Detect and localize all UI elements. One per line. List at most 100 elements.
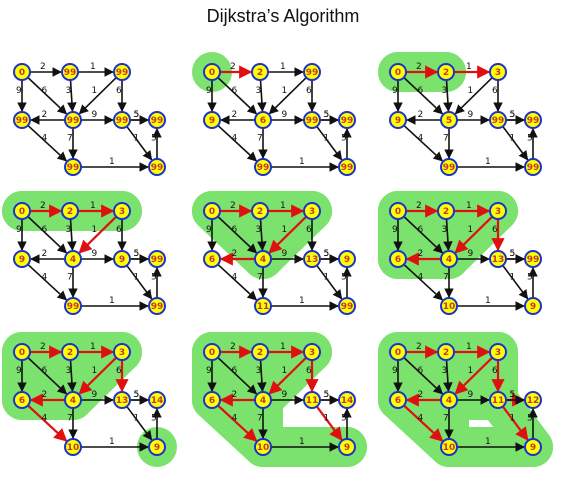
graph-node (254, 111, 272, 129)
edge-weight-label: 1 (485, 296, 491, 306)
edge (257, 79, 267, 112)
edge-weight-label: 1 (324, 414, 330, 424)
graph-node (524, 297, 542, 315)
edge-weight-label: 5 (134, 110, 140, 120)
graph-node (203, 111, 221, 129)
edge-weight-label: 4 (42, 414, 48, 424)
edge-weight-label: 5 (510, 249, 516, 259)
edge-weight-label: 1 (109, 296, 115, 306)
node-distance-label: 9 (154, 443, 160, 453)
edge-weight-label: 1 (282, 86, 288, 96)
edge-weight-label: 1 (134, 134, 140, 144)
graph-node (148, 250, 166, 268)
edge-weight-label: 3 (66, 86, 72, 96)
edge-weight-label: 9 (392, 225, 398, 235)
node-distance-label: 6 (209, 255, 215, 265)
node-distance-label: 99 (116, 116, 129, 126)
edge-weight-label: 6 (492, 225, 498, 235)
tree-edge (78, 356, 118, 395)
edge-weight-label: 7 (443, 134, 449, 144)
edge-weight-label: 6 (116, 366, 122, 376)
edge-weight-label: 2 (232, 249, 238, 259)
graph-node (13, 343, 31, 361)
edge-weight-label: 6 (232, 366, 238, 376)
edge-weight-label: 9 (392, 366, 398, 376)
edge-weight-label: 6 (418, 225, 424, 235)
node-distance-label: 4 (260, 396, 266, 406)
edge-weight-label: 5 (151, 134, 157, 144)
edge-weight-label: 6 (492, 366, 498, 376)
edge-weight-label: 6 (42, 366, 48, 376)
graph-node (389, 63, 407, 81)
node-distance-label: 2 (257, 207, 263, 217)
edge (217, 215, 258, 254)
node-distance-label: 99 (341, 163, 354, 173)
node-distance-label: 9 (344, 255, 350, 265)
edge (268, 77, 307, 115)
edge-weight-label: 5 (510, 110, 516, 120)
node-distance-label: 0 (19, 68, 25, 78)
edge (217, 76, 258, 115)
node-distance-label: 99 (151, 163, 164, 173)
node-distance-label: 9 (119, 255, 125, 265)
node-distance-label: 9 (344, 443, 350, 453)
tree-edge (454, 215, 494, 254)
edge-weight-label: 3 (442, 225, 448, 235)
edge-weight-label: 6 (232, 86, 238, 96)
edge-weight-label: 4 (42, 273, 48, 283)
edge (403, 124, 444, 162)
edge (403, 76, 444, 115)
node-distance-label: 0 (209, 207, 215, 217)
graph-node (64, 438, 82, 456)
node-distance-label: 99 (116, 68, 129, 78)
edge-weight-label: 9 (16, 366, 22, 376)
graph-node (489, 250, 507, 268)
edge (126, 264, 153, 300)
graph-node (203, 391, 221, 409)
graph-node (437, 63, 455, 81)
graph-node (303, 202, 321, 220)
graph-node (440, 438, 458, 456)
tree-edge (454, 356, 494, 395)
node-distance-label: 99 (341, 302, 354, 312)
graph-node (303, 343, 321, 361)
edge (316, 264, 343, 300)
graph-node (148, 391, 166, 409)
graph-node (61, 202, 79, 220)
node-distance-label: 0 (395, 348, 401, 358)
edge-weight-label: 1 (282, 225, 288, 235)
edge-weight-label: 4 (418, 134, 424, 144)
node-distance-label: 0 (19, 207, 25, 217)
edge (502, 125, 529, 161)
graph-node (113, 391, 131, 409)
graph-node (64, 158, 82, 176)
edge-weight-label: 7 (257, 273, 263, 283)
edge-weight-label: 4 (418, 414, 424, 424)
graph-node (148, 297, 166, 315)
edge-weight-label: 2 (418, 249, 424, 259)
node-distance-label: 2 (443, 207, 449, 217)
node-distance-label: 4 (446, 255, 452, 265)
edge-weight-label: 9 (282, 249, 288, 259)
graph-node (254, 297, 272, 315)
graph-node (113, 63, 131, 81)
edge-weight-label: 9 (392, 86, 398, 96)
edge-weight-label: 1 (466, 62, 472, 72)
edge-weight-label: 5 (324, 110, 330, 120)
graph-node (338, 111, 356, 129)
edge-weight-label: 2 (42, 110, 48, 120)
graph-node (489, 63, 507, 81)
node-distance-label: 13 (306, 255, 319, 265)
edge-weight-label: 1 (90, 201, 96, 211)
graph-node (13, 391, 31, 409)
graph-node (437, 343, 455, 361)
edge-weight-label: 7 (67, 414, 73, 424)
node-distance-label: 6 (19, 396, 25, 406)
graph-node (113, 250, 131, 268)
edge-weight-label: 5 (510, 110, 516, 120)
edge-weight-label: 5 (134, 390, 140, 400)
graph-node (148, 158, 166, 176)
